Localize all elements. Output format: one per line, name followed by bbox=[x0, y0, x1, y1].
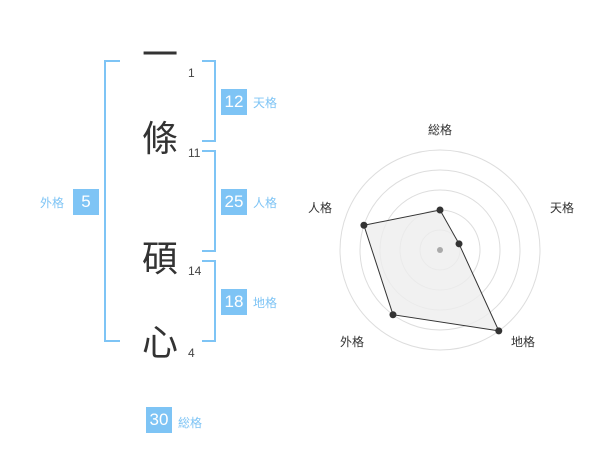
chikaku-bracket bbox=[202, 260, 216, 342]
gaikaku-bracket bbox=[104, 60, 120, 342]
jinkaku-value: 25 bbox=[221, 189, 247, 215]
gaikaku-label: 外格 bbox=[40, 196, 65, 210]
soukaku-label: 総格 bbox=[178, 416, 203, 430]
tenkaku-value: 12 bbox=[221, 89, 247, 115]
soukaku-value: 30 bbox=[146, 407, 172, 433]
radar-point-top bbox=[436, 206, 444, 214]
name-char-2: 條 bbox=[141, 119, 178, 160]
stroke-count-2: 11 bbox=[188, 146, 201, 160]
stroke-count-4: 4 bbox=[188, 346, 195, 360]
radar-point-upper-left bbox=[360, 221, 368, 229]
chikaku-label: 地格 bbox=[253, 296, 278, 310]
radar-label-upper-left: 人格 bbox=[308, 200, 332, 215]
jinkaku-bracket bbox=[202, 150, 216, 252]
chikaku-value: 18 bbox=[221, 289, 247, 315]
radar-point-lower-left bbox=[389, 311, 397, 319]
radar-ring bbox=[339, 149, 541, 351]
radar-label-top: 総格 bbox=[428, 122, 452, 137]
tenkaku-bracket bbox=[202, 60, 216, 142]
radar-label-lower-right: 地格 bbox=[511, 334, 535, 349]
stroke-count-3: 14 bbox=[188, 264, 202, 278]
name-char-1: 一 bbox=[141, 35, 178, 76]
radar-score-polygon bbox=[363, 209, 500, 332]
name-char-4: 心 bbox=[141, 323, 178, 364]
gaikaku-value: 5 bbox=[73, 189, 99, 215]
stroke-count-1: 1 bbox=[188, 66, 195, 80]
radar-label-upper-right: 天格 bbox=[550, 200, 574, 215]
jinkaku-label: 人格 bbox=[253, 196, 278, 210]
radar-label-lower-left: 外格 bbox=[340, 334, 364, 349]
radar-point-upper-right bbox=[455, 240, 463, 248]
radar-ring bbox=[359, 169, 521, 331]
radar-center-dot bbox=[437, 247, 443, 253]
radar-point-lower-right bbox=[495, 327, 503, 335]
tenkaku-label: 天格 bbox=[253, 96, 278, 110]
name-char-3: 碩 bbox=[141, 239, 178, 280]
